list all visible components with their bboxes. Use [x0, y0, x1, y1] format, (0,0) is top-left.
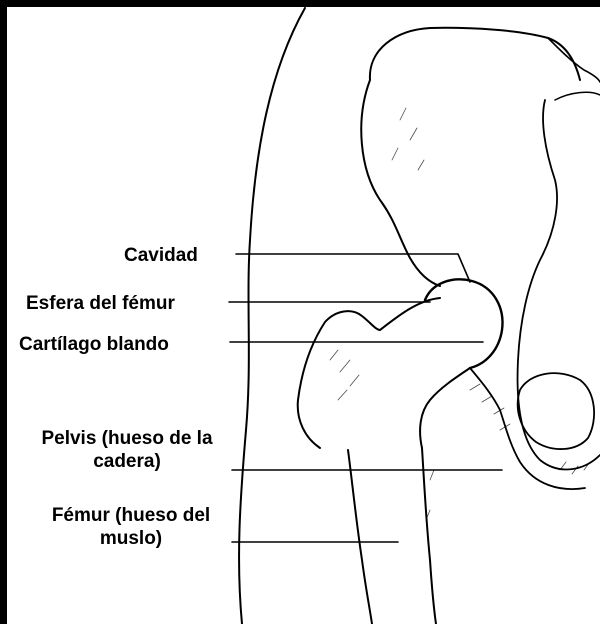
label-pelvis: Pelvis (hueso de la cadera): [16, 427, 238, 473]
body-outline: [239, 8, 305, 624]
femur-shaft-right: [422, 448, 436, 624]
greater-trochanter: [298, 311, 380, 448]
label-femur: Fémur (hueso del muslo): [25, 504, 237, 550]
leader-cavidad: [236, 254, 470, 282]
label-cavidad: Cavidad: [124, 244, 198, 267]
label-femur-line1: Fémur (hueso del: [25, 504, 237, 527]
femur-shaft-left: [348, 450, 372, 624]
pelvis-outline: [361, 28, 580, 286]
label-pelvis-line1: Pelvis (hueso de la: [16, 427, 238, 450]
diagram-frame: Cavidad Esfera del fémur Cartílago bland…: [7, 7, 600, 624]
obturator-foramen: [518, 373, 594, 449]
label-pelvis-line2: cadera): [16, 450, 238, 473]
acetabulum-rim: [425, 279, 502, 368]
leader-lines: [229, 254, 502, 542]
femur-neck-lower: [420, 368, 470, 448]
label-esfera-del-femur: Esfera del fémur: [26, 292, 175, 315]
pelvis-rim: [548, 38, 600, 82]
label-cartilago-blando: Cartílago blando: [19, 333, 169, 356]
pelvis-inner: [518, 100, 600, 469]
label-femur-line2: muslo): [25, 527, 237, 550]
